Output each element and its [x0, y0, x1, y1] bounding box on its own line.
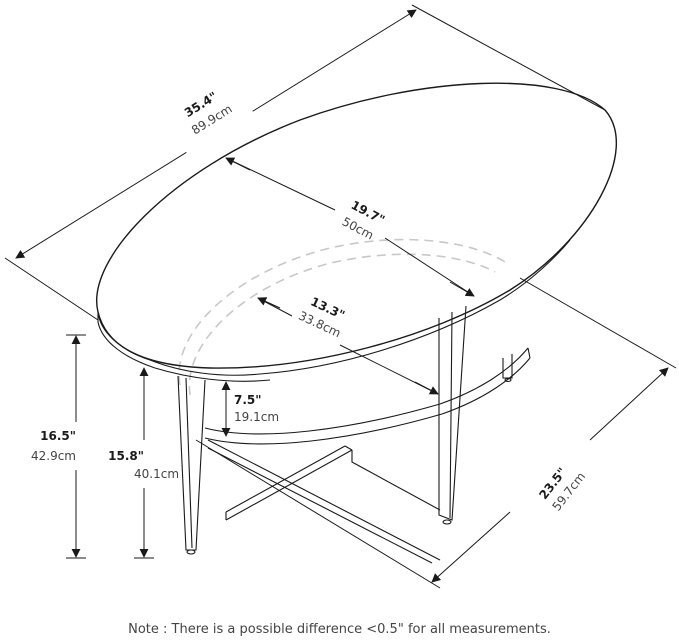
label-shelf-clearance-in: 7.5"	[234, 393, 262, 407]
back-right-leg	[502, 354, 513, 383]
dimension-top-width: 19.7" 50cm	[225, 157, 475, 297]
dimension-total-height: 16.5" 42.9cm	[31, 334, 86, 559]
label-under-top-height-cm: 40.1cm	[134, 467, 179, 481]
measurement-note: Note : There is a possible difference <0…	[128, 622, 551, 637]
dimension-shelf-width: 13.3" 33.8cm	[257, 294, 439, 395]
label-total-height-cm: 42.9cm	[31, 449, 76, 463]
label-under-top-height-in: 15.8"	[108, 449, 144, 463]
front-left-leg	[177, 375, 206, 555]
dimension-under-top-height: 15.8" 40.1cm	[108, 367, 179, 559]
dimension-top-length: 35.4" 89.9cm	[4, 4, 606, 321]
label-shelf-clearance-cm: 19.1cm	[234, 410, 279, 424]
dimension-shelf-clearance: 7.5" 19.1cm	[221, 381, 279, 437]
dimension-base-depth: 23.5" 59.7cm	[195, 277, 677, 589]
front-right-leg	[438, 305, 467, 525]
x-base-braces	[207, 439, 441, 564]
hidden-edge-lines	[178, 238, 506, 396]
label-total-height-in: 16.5"	[40, 429, 76, 443]
